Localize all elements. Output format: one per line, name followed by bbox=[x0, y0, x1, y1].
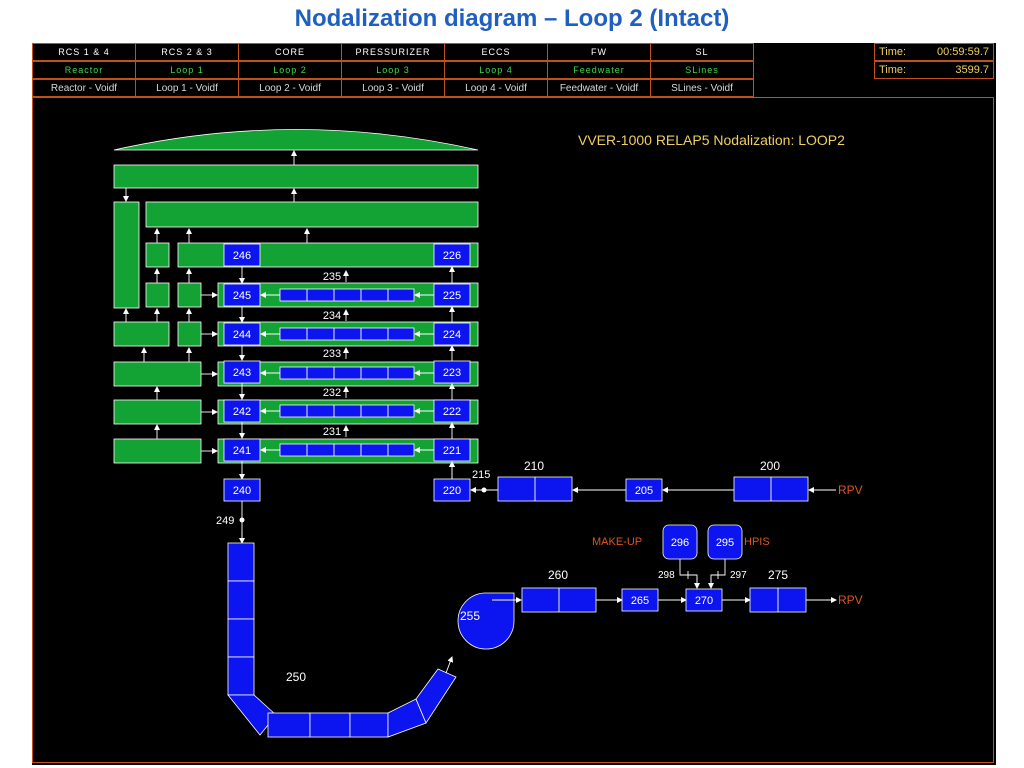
flow-arrow bbox=[445, 656, 454, 674]
junction-label: 249 bbox=[216, 515, 234, 527]
sg-side-volume[interactable] bbox=[177, 282, 202, 308]
junction-label: 297 bbox=[730, 570, 747, 581]
sg-upper-volume[interactable] bbox=[145, 201, 479, 228]
volume-label: 223 bbox=[443, 367, 461, 379]
view-tabs-row1: RCS 1 & 4 RCS 2 & 3 CORE PRESSURIZER ECC… bbox=[32, 43, 754, 61]
junction-label: 235 bbox=[323, 271, 341, 283]
junction-label: 232 bbox=[323, 387, 341, 399]
pipe-line bbox=[679, 559, 698, 588]
time-clock-label: Time: bbox=[879, 46, 907, 58]
volume-label: 221 bbox=[443, 445, 461, 457]
pump-label: 255 bbox=[460, 609, 480, 623]
sg-side-volume[interactable] bbox=[113, 321, 170, 347]
sg-outlet-plenum: 246 245 244 243 242 241 bbox=[223, 243, 261, 462]
junction-label: 233 bbox=[323, 348, 341, 360]
injection-lines: MAKE-UP 296 295 HPIS 298 297 bbox=[592, 524, 770, 589]
sg-side-volume[interactable] bbox=[145, 282, 170, 308]
volume-label: 270 bbox=[695, 595, 713, 607]
tube-bundle[interactable] bbox=[279, 404, 415, 418]
volume-label: 296 bbox=[671, 537, 689, 549]
rpv-hot-leg-label: RPV bbox=[838, 483, 863, 497]
tube-bundle[interactable] bbox=[279, 443, 415, 457]
simulator-screen: RCS 1 & 4 RCS 2 & 3 CORE PRESSURIZER ECC… bbox=[32, 43, 996, 765]
tube-bundle[interactable] bbox=[279, 366, 415, 380]
volume-label: 245 bbox=[233, 290, 251, 302]
diagram-caption: VVER-1000 RELAP5 Nodalization: LOOP2 bbox=[578, 132, 845, 148]
time-seconds-value: 3599.7 bbox=[955, 64, 989, 76]
pipe-250-cell[interactable] bbox=[227, 542, 255, 582]
sg-side-volume[interactable] bbox=[113, 399, 202, 425]
sg-dome[interactable] bbox=[113, 129, 479, 151]
volume-label: 265 bbox=[631, 595, 649, 607]
time-seconds: Time: 3599.7 bbox=[874, 61, 994, 79]
volume-label: 225 bbox=[443, 290, 461, 302]
rpv-cold-leg-label: RPV bbox=[838, 593, 863, 607]
hot-leg: 220 215 210 205 200 RPV bbox=[433, 459, 863, 502]
pipe-250-cell[interactable] bbox=[349, 712, 389, 738]
volume-label: 242 bbox=[233, 406, 251, 418]
volume-label: 241 bbox=[233, 445, 251, 457]
pipe-250-cell[interactable] bbox=[415, 668, 457, 724]
volume-label: 210 bbox=[524, 459, 544, 473]
volume-label: 226 bbox=[443, 250, 461, 262]
volume-label: 260 bbox=[548, 568, 568, 582]
volume-label: 222 bbox=[443, 406, 461, 418]
tube-cell-dividers bbox=[306, 289, 389, 456]
tab-slines-voidf[interactable]: SLines - Voidf bbox=[650, 79, 754, 97]
cold-leg: 240 249 250 255 260 bbox=[216, 478, 863, 738]
view-tabs-row2: Reactor Loop 1 Loop 2 Loop 3 Loop 4 Feed… bbox=[32, 61, 754, 79]
sg-inlet-plenum: 226 225 224 223 222 221 bbox=[433, 243, 471, 462]
volume-label: 295 bbox=[716, 537, 734, 549]
volume-label: 243 bbox=[233, 367, 251, 379]
junction-label: 231 bbox=[323, 426, 341, 438]
view-tabs-row3: Reactor - Voidf Loop 1 - Voidf Loop 2 - … bbox=[32, 79, 754, 97]
volume-label: 250 bbox=[286, 670, 306, 684]
volume-label: 205 bbox=[635, 485, 653, 497]
sg-downcomer[interactable] bbox=[113, 201, 140, 309]
tab-slines[interactable]: SLines bbox=[650, 61, 754, 79]
time-seconds-label: Time: bbox=[879, 64, 907, 76]
pump-255[interactable] bbox=[457, 592, 515, 650]
junction-label: 234 bbox=[323, 310, 341, 322]
pipe-250-cell[interactable] bbox=[227, 618, 255, 658]
time-clock-value: 00:59:59.7 bbox=[937, 46, 989, 58]
tube-bundle[interactable] bbox=[279, 327, 415, 341]
nodalization-diagram: VVER-1000 RELAP5 Nodalization: LOOP2 bbox=[113, 129, 863, 738]
pipe-250-cell[interactable] bbox=[227, 580, 255, 620]
pipe-250-cell[interactable] bbox=[227, 656, 255, 696]
hpis-label: HPIS bbox=[744, 536, 770, 548]
sg-steam-volume[interactable] bbox=[113, 164, 479, 189]
volume-label: 200 bbox=[760, 459, 780, 473]
time-clock: Time: 00:59:59.7 bbox=[874, 43, 994, 61]
volume-label: 224 bbox=[443, 329, 461, 341]
sg-tube-bundles: 235 234 233 232 231 bbox=[239, 266, 455, 480]
volume-label: 275 bbox=[768, 568, 788, 582]
volume-label: 240 bbox=[233, 485, 251, 497]
pipe-250-cell[interactable] bbox=[267, 712, 311, 738]
volume-label: 244 bbox=[233, 329, 251, 341]
pipe-250-cell[interactable] bbox=[309, 712, 351, 738]
sg-secondary-top[interactable] bbox=[177, 242, 479, 268]
sg-side-volume[interactable] bbox=[177, 321, 202, 347]
sg-side-volume[interactable] bbox=[113, 438, 202, 464]
junction-249-node bbox=[239, 517, 245, 523]
sg-side-volume[interactable] bbox=[113, 361, 202, 387]
makeup-label: MAKE-UP bbox=[592, 536, 642, 548]
tab-sl[interactable]: SL bbox=[650, 43, 754, 61]
volume-label: 246 bbox=[233, 250, 251, 262]
sg-side-volume[interactable] bbox=[145, 242, 170, 268]
tube-bundle[interactable] bbox=[279, 288, 415, 302]
junction-label: 215 bbox=[472, 469, 490, 481]
junction-label: 298 bbox=[658, 570, 675, 581]
volume-label: 220 bbox=[443, 485, 461, 497]
diagram-frame bbox=[32, 97, 994, 763]
slide-title: Nodalization diagram – Loop 2 (Intact) bbox=[294, 5, 730, 32]
